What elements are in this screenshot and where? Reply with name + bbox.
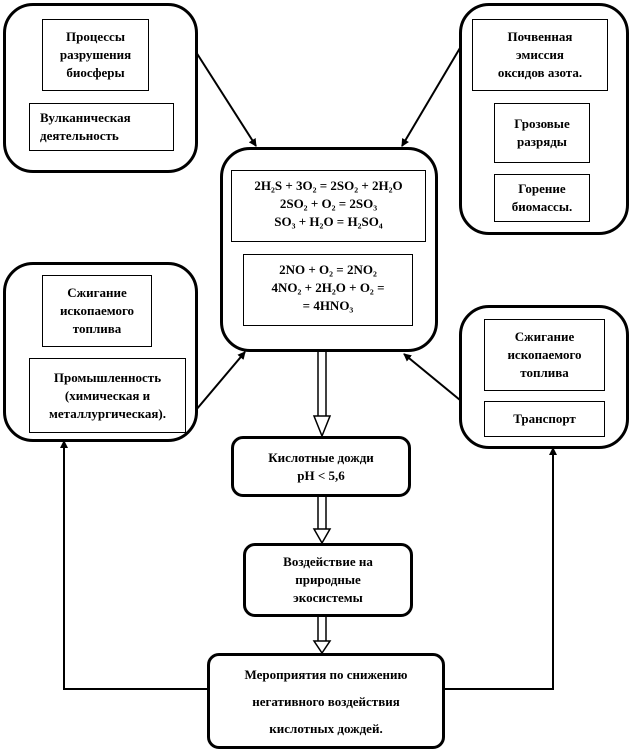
box-fossil-fuel-left: Сжигание ископаемого топлива (42, 275, 152, 347)
text-line: кислотных дождей. (269, 720, 383, 736)
text-line: экосистемы (293, 590, 363, 605)
feedback-line-right (444, 447, 557, 690)
group-anthropogenic-sources-right: Сжигание ископаемого топлива Транспорт (459, 305, 629, 449)
text-line: Сжигание (67, 285, 127, 300)
double-arrow-rain-to-impact (312, 497, 332, 545)
reaction-line: 2SO₂ + O₂ = 2SO₃ (279, 196, 378, 211)
box-lightning: Грозовые разряды (494, 103, 590, 163)
text-line: деятельность (40, 128, 119, 143)
box-industry: Промышленность (химическая и металлургич… (29, 358, 186, 433)
text-line: Кислотные дожди (268, 449, 374, 465)
box-soil-emission: Почвенная эмиссия оксидов азота. (472, 19, 608, 91)
text-line: эмиссия (516, 47, 564, 62)
text-line: разряды (517, 134, 567, 149)
arrow-midleft-to-center (195, 351, 246, 411)
box-sulfur-reactions: 2H₂S + 3O₂ = 2SO₂ + 2H₂O 2SO₂ + O₂ = 2SO… (231, 170, 426, 242)
text-line: Транспорт (513, 411, 576, 426)
box-transport: Транспорт (484, 401, 605, 437)
text-line: (химическая и (64, 387, 151, 403)
group-anthropogenic-sources-left: Сжигание ископаемого топлива Промышленно… (3, 262, 198, 442)
text-line: ископаемого (59, 303, 135, 318)
text-line: Почвенная (507, 29, 573, 44)
text-line: топлива (520, 365, 569, 380)
reaction-line: 2NO + O₂ = 2NO₂ (279, 262, 377, 277)
double-arrow-impact-to-measures (312, 617, 332, 655)
arrow-midright-to-center (403, 353, 461, 401)
text-line: топлива (72, 321, 122, 336)
box-acid-rain: Кислотные дожди pH < 5,6 (231, 436, 411, 497)
arrow-topleft-to-center (195, 51, 257, 147)
box-nitrogen-reactions: 2NO + O₂ = 2NO₂ 4NO₂ + 2H₂O + O₂ = = 4HN… (243, 254, 413, 326)
text-line: разрушения (59, 47, 132, 62)
text-line: биосферы (66, 65, 125, 80)
text-line: Грозовые (514, 116, 570, 131)
double-arrow-center-to-rain (312, 352, 332, 439)
text-line: Вулканическая (40, 110, 131, 125)
group-natural-sources-left: Процессы разрушения биосферы Вулканическ… (3, 3, 198, 173)
text-line: природные (295, 572, 361, 587)
text-line: оксидов азота. (497, 65, 583, 80)
text-line: негативного воздействия (252, 693, 400, 709)
box-ecosystem-impact: Воздействие на природные экосистемы (243, 543, 413, 617)
text-line: биомассы. (511, 199, 573, 214)
text-line: Сжигание (514, 329, 575, 344)
text-line: металлургическая). (49, 405, 166, 421)
text-line: Промышленность (53, 369, 162, 385)
box-biosphere-destruction: Процессы разрушения биосферы (42, 19, 149, 91)
feedback-line-left (60, 440, 208, 690)
reaction-line: = 4HNO₃ (302, 298, 354, 313)
text-line: ископаемого (507, 347, 582, 362)
text-line: Воздействие на (283, 554, 373, 569)
box-volcanic-activity: Вулканическая деятельность (29, 103, 174, 151)
group-chemical-reactions: 2H₂S + 3O₂ = 2SO₂ + 2H₂O 2SO₂ + O₂ = 2SO… (220, 147, 438, 352)
arrow-topright-to-center (401, 47, 461, 147)
box-biomass-burning: Горение биомассы. (494, 174, 590, 222)
reaction-line: SO₃ + H₂O = H₂SO₄ (274, 214, 383, 229)
reaction-line: 4NO₂ + 2H₂O + O₂ = (271, 280, 385, 295)
text-line: Горение (518, 181, 566, 196)
box-mitigation-measures: Мероприятия по снижению негативного возд… (207, 653, 445, 749)
group-natural-sources-right: Почвенная эмиссия оксидов азота. Грозовы… (459, 3, 629, 235)
reaction-line: 2H₂S + 3O₂ = 2SO₂ + 2H₂O (254, 178, 403, 193)
text-line: Мероприятия по снижению (244, 666, 408, 682)
text-line: pH < 5,6 (297, 467, 345, 483)
box-fossil-fuel-right: Сжигание ископаемого топлива (484, 319, 605, 391)
text-line: Процессы (66, 29, 125, 44)
